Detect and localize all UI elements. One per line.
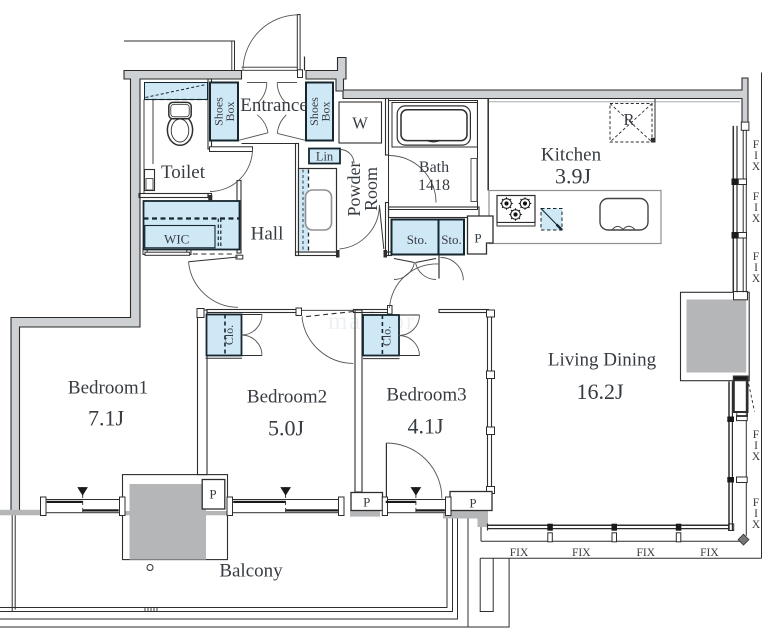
svg-text:1418: 1418 <box>418 177 450 194</box>
svg-text:FIX: FIX <box>752 429 761 463</box>
svg-text:Sto.: Sto. <box>441 232 462 247</box>
svg-text:4.1J: 4.1J <box>407 414 444 439</box>
svg-text:FIX: FIX <box>700 547 719 559</box>
svg-text:FIX: FIX <box>752 139 761 173</box>
svg-text:P: P <box>474 231 481 246</box>
svg-text:P: P <box>469 496 476 511</box>
svg-text:W: W <box>352 114 368 133</box>
svg-text:FIX: FIX <box>752 191 761 225</box>
svg-text:Clo.: Clo. <box>222 325 236 345</box>
svg-text:P: P <box>363 495 370 510</box>
svg-text:Bedroom2: Bedroom2 <box>247 387 327 408</box>
svg-text:FIX: FIX <box>752 251 761 285</box>
svg-text:R: R <box>623 110 634 129</box>
svg-text:PowderRoom: PowderRoom <box>344 162 381 217</box>
svg-text:3.9J: 3.9J <box>555 164 592 189</box>
svg-text:Bath: Bath <box>419 159 449 176</box>
svg-text:FIX: FIX <box>572 547 591 559</box>
svg-text:Bedroom1: Bedroom1 <box>68 378 148 399</box>
svg-text:ShoesBox: ShoesBox <box>307 97 333 126</box>
svg-text:Bedroom3: Bedroom3 <box>386 385 466 406</box>
svg-text:P: P <box>209 487 216 502</box>
svg-text:Toilet: Toilet <box>161 162 206 183</box>
svg-text:Sto.: Sto. <box>407 232 428 247</box>
svg-text:Kitchen: Kitchen <box>541 145 602 166</box>
svg-text:Living Dining: Living Dining <box>548 350 657 371</box>
svg-text:Lin: Lin <box>316 150 334 164</box>
svg-text:ShoesBox: ShoesBox <box>212 97 238 126</box>
svg-text:FIX: FIX <box>752 497 761 531</box>
svg-text:Hall: Hall <box>251 224 284 245</box>
svg-text:Balcony: Balcony <box>219 561 283 582</box>
svg-text:Entrance: Entrance <box>240 95 308 116</box>
svg-text:16.2J: 16.2J <box>576 379 624 404</box>
svg-text:FIX: FIX <box>637 547 656 559</box>
svg-text:7.1J: 7.1J <box>88 406 125 431</box>
svg-text:Clo.: Clo. <box>380 326 394 346</box>
svg-text:FIX: FIX <box>510 547 529 559</box>
svg-text:5.0J: 5.0J <box>268 416 305 441</box>
svg-text:WIC: WIC <box>164 232 189 247</box>
